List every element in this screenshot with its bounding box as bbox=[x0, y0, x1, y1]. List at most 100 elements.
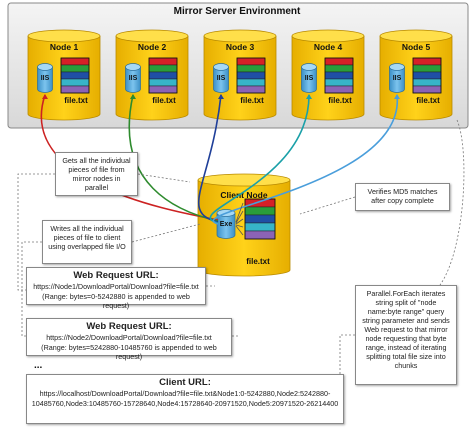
file-chunk-outline bbox=[236, 57, 266, 94]
file-stack bbox=[60, 57, 90, 94]
file-stack bbox=[412, 57, 442, 94]
file-chunk bbox=[148, 85, 178, 94]
iis-top bbox=[125, 63, 141, 71]
web-request-url: https://Node1/DownloadPortal/Download?fi… bbox=[33, 282, 199, 291]
web-request-node2: Web Request URL: https://Node2/DownloadP… bbox=[26, 318, 232, 361]
iis-top bbox=[301, 63, 317, 71]
iis-label: IIS bbox=[41, 75, 50, 82]
write-arrow bbox=[235, 202, 244, 223]
iis-top bbox=[389, 63, 405, 71]
exe-label: Exe bbox=[220, 221, 233, 228]
dashed-leader bbox=[21, 241, 42, 337]
file-chunk bbox=[148, 64, 178, 73]
file-chunk bbox=[148, 78, 178, 87]
file-chunk bbox=[412, 57, 442, 66]
diagram-title: Mirror Server Environment bbox=[173, 6, 301, 17]
file-chunk bbox=[60, 57, 90, 66]
iis-body bbox=[213, 67, 229, 93]
dashed-leader bbox=[439, 119, 465, 286]
file-chunk bbox=[236, 57, 266, 66]
cylinder-top bbox=[27, 29, 101, 43]
file-chunk bbox=[324, 71, 354, 80]
cylinder-top bbox=[379, 29, 453, 43]
callout-parallel-foreach: Parallel.ForEach iterates string split o… bbox=[355, 285, 457, 385]
iis-body bbox=[216, 213, 236, 239]
file-stack bbox=[236, 57, 266, 94]
file-chunk bbox=[148, 57, 178, 66]
request-arrow bbox=[209, 94, 310, 224]
write-arrow bbox=[235, 225, 244, 236]
client-url-line2: 10485760,Node3:10485760-15728640,Node4:1… bbox=[31, 398, 339, 408]
iis-body bbox=[301, 67, 317, 93]
file-label: file.txt bbox=[416, 96, 440, 105]
client-url-line1: https://localhost/DownloadPortal/Downloa… bbox=[39, 389, 331, 398]
file-chunk bbox=[324, 78, 354, 87]
file-chunk bbox=[236, 64, 266, 73]
callout-writes-pieces: Writes all the individual pieces of file… bbox=[42, 220, 132, 264]
file-stack bbox=[324, 57, 354, 94]
iis-label: IIS bbox=[393, 75, 402, 82]
cylinder-top bbox=[203, 29, 277, 43]
iis-body bbox=[389, 67, 405, 93]
file-chunk bbox=[60, 78, 90, 87]
file-chunk bbox=[236, 85, 266, 94]
callout-gets-pieces: Gets all the individual pieces of file f… bbox=[55, 152, 138, 196]
file-chunk bbox=[244, 230, 276, 240]
node-title: Node 3 bbox=[226, 42, 255, 52]
iis-icon bbox=[125, 63, 141, 93]
write-arrow bbox=[235, 210, 244, 224]
web-request-node1: Web Request URL: https://Node1/DownloadP… bbox=[26, 267, 206, 310]
write-arrow bbox=[235, 224, 244, 228]
node-title: Node 2 bbox=[138, 42, 167, 52]
file-chunk-outline bbox=[244, 198, 276, 240]
web-request-url: https://Node2/DownloadPortal/Download?fi… bbox=[46, 333, 212, 342]
iis-icon bbox=[37, 63, 53, 93]
client-url-box: Client URL: https://localhost/DownloadPo… bbox=[26, 374, 344, 424]
callout-verifies-md5: Verifies MD5 matches after copy complete bbox=[355, 183, 450, 211]
iis-body bbox=[37, 67, 53, 93]
dashed-leader bbox=[131, 223, 201, 243]
file-chunk bbox=[244, 222, 276, 232]
write-arrow bbox=[235, 218, 244, 225]
request-arrow bbox=[197, 94, 222, 223]
dashed-leader bbox=[137, 173, 191, 183]
file-chunk bbox=[236, 71, 266, 80]
file-chunk bbox=[60, 71, 90, 80]
node-title: Node 4 bbox=[314, 42, 343, 52]
file-label: file.txt bbox=[240, 96, 264, 105]
file-chunk bbox=[412, 71, 442, 80]
iis-label: IIS bbox=[305, 75, 314, 82]
file-chunk bbox=[60, 64, 90, 73]
file-chunk bbox=[412, 64, 442, 73]
file-chunk-outline bbox=[60, 57, 90, 94]
ellipsis: ... bbox=[34, 360, 43, 371]
iis-body bbox=[125, 67, 141, 93]
file-stack bbox=[148, 57, 178, 94]
web-request-range: (Range: bytes=5242880-10485760 is append… bbox=[41, 342, 217, 362]
dashed-leaders bbox=[17, 119, 465, 395]
arrow-head bbox=[42, 94, 48, 99]
file-chunk bbox=[60, 85, 90, 94]
arrow-head bbox=[218, 94, 224, 99]
file-chunk bbox=[148, 71, 178, 80]
file-chunk bbox=[236, 78, 266, 87]
web-request-title: Web Request URL: bbox=[86, 321, 172, 332]
dashed-leader bbox=[299, 196, 356, 215]
node-title: Node 5 bbox=[402, 42, 431, 52]
arrow-head bbox=[394, 94, 400, 99]
file-chunk bbox=[324, 85, 354, 94]
file-chunk bbox=[412, 78, 442, 87]
iis-icon bbox=[301, 63, 317, 93]
iis-top bbox=[37, 63, 53, 71]
file-chunk bbox=[244, 214, 276, 224]
iis-icon bbox=[213, 63, 229, 93]
web-request-range: (Range: bytes=0-5242880 is appended to w… bbox=[42, 291, 190, 311]
file-chunk bbox=[324, 64, 354, 73]
client-file-stack bbox=[244, 198, 276, 240]
iis-label: IIS bbox=[129, 75, 138, 82]
